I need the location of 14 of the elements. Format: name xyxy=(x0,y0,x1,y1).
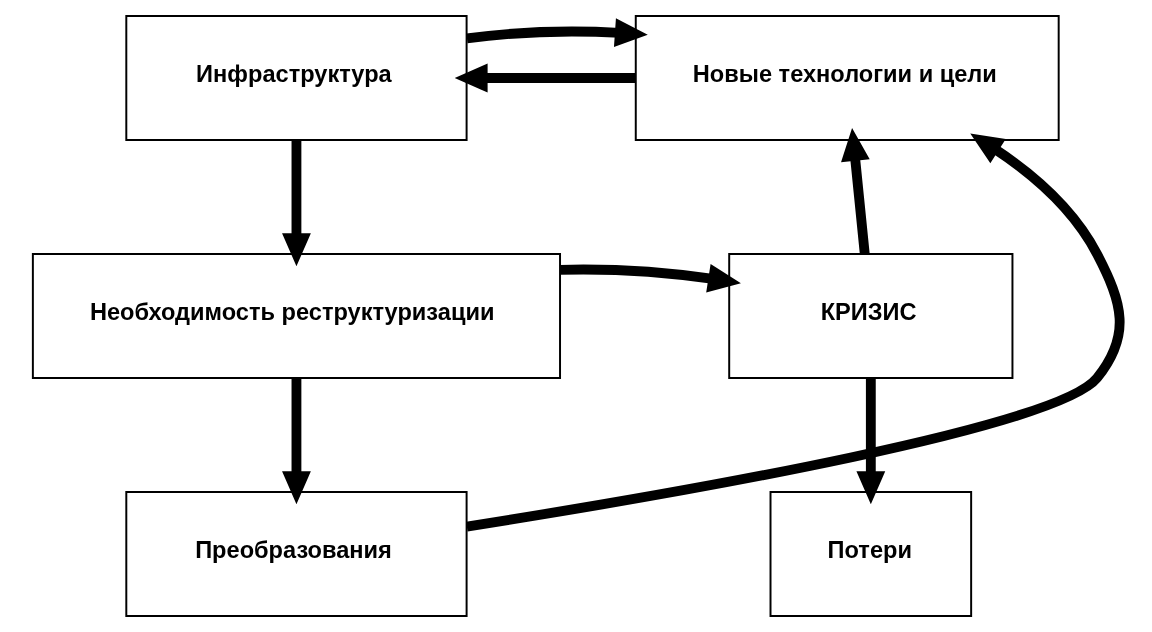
arrow xyxy=(559,264,741,293)
node-box: КРИЗИС xyxy=(727,253,1013,379)
arrow xyxy=(840,128,870,255)
arrow xyxy=(281,140,311,267)
arrow xyxy=(465,18,648,47)
arrow xyxy=(281,378,311,505)
arrow xyxy=(855,378,885,505)
arrow xyxy=(465,133,1124,532)
node-box: Потери xyxy=(769,491,972,617)
node-box: Новые технологии и цели xyxy=(634,15,1060,141)
node-box: Инфраструктура xyxy=(124,15,468,141)
node-box: Преобразования xyxy=(124,491,468,617)
arrow xyxy=(454,63,636,93)
node-box: Необходимость реструктуризации xyxy=(31,253,561,379)
